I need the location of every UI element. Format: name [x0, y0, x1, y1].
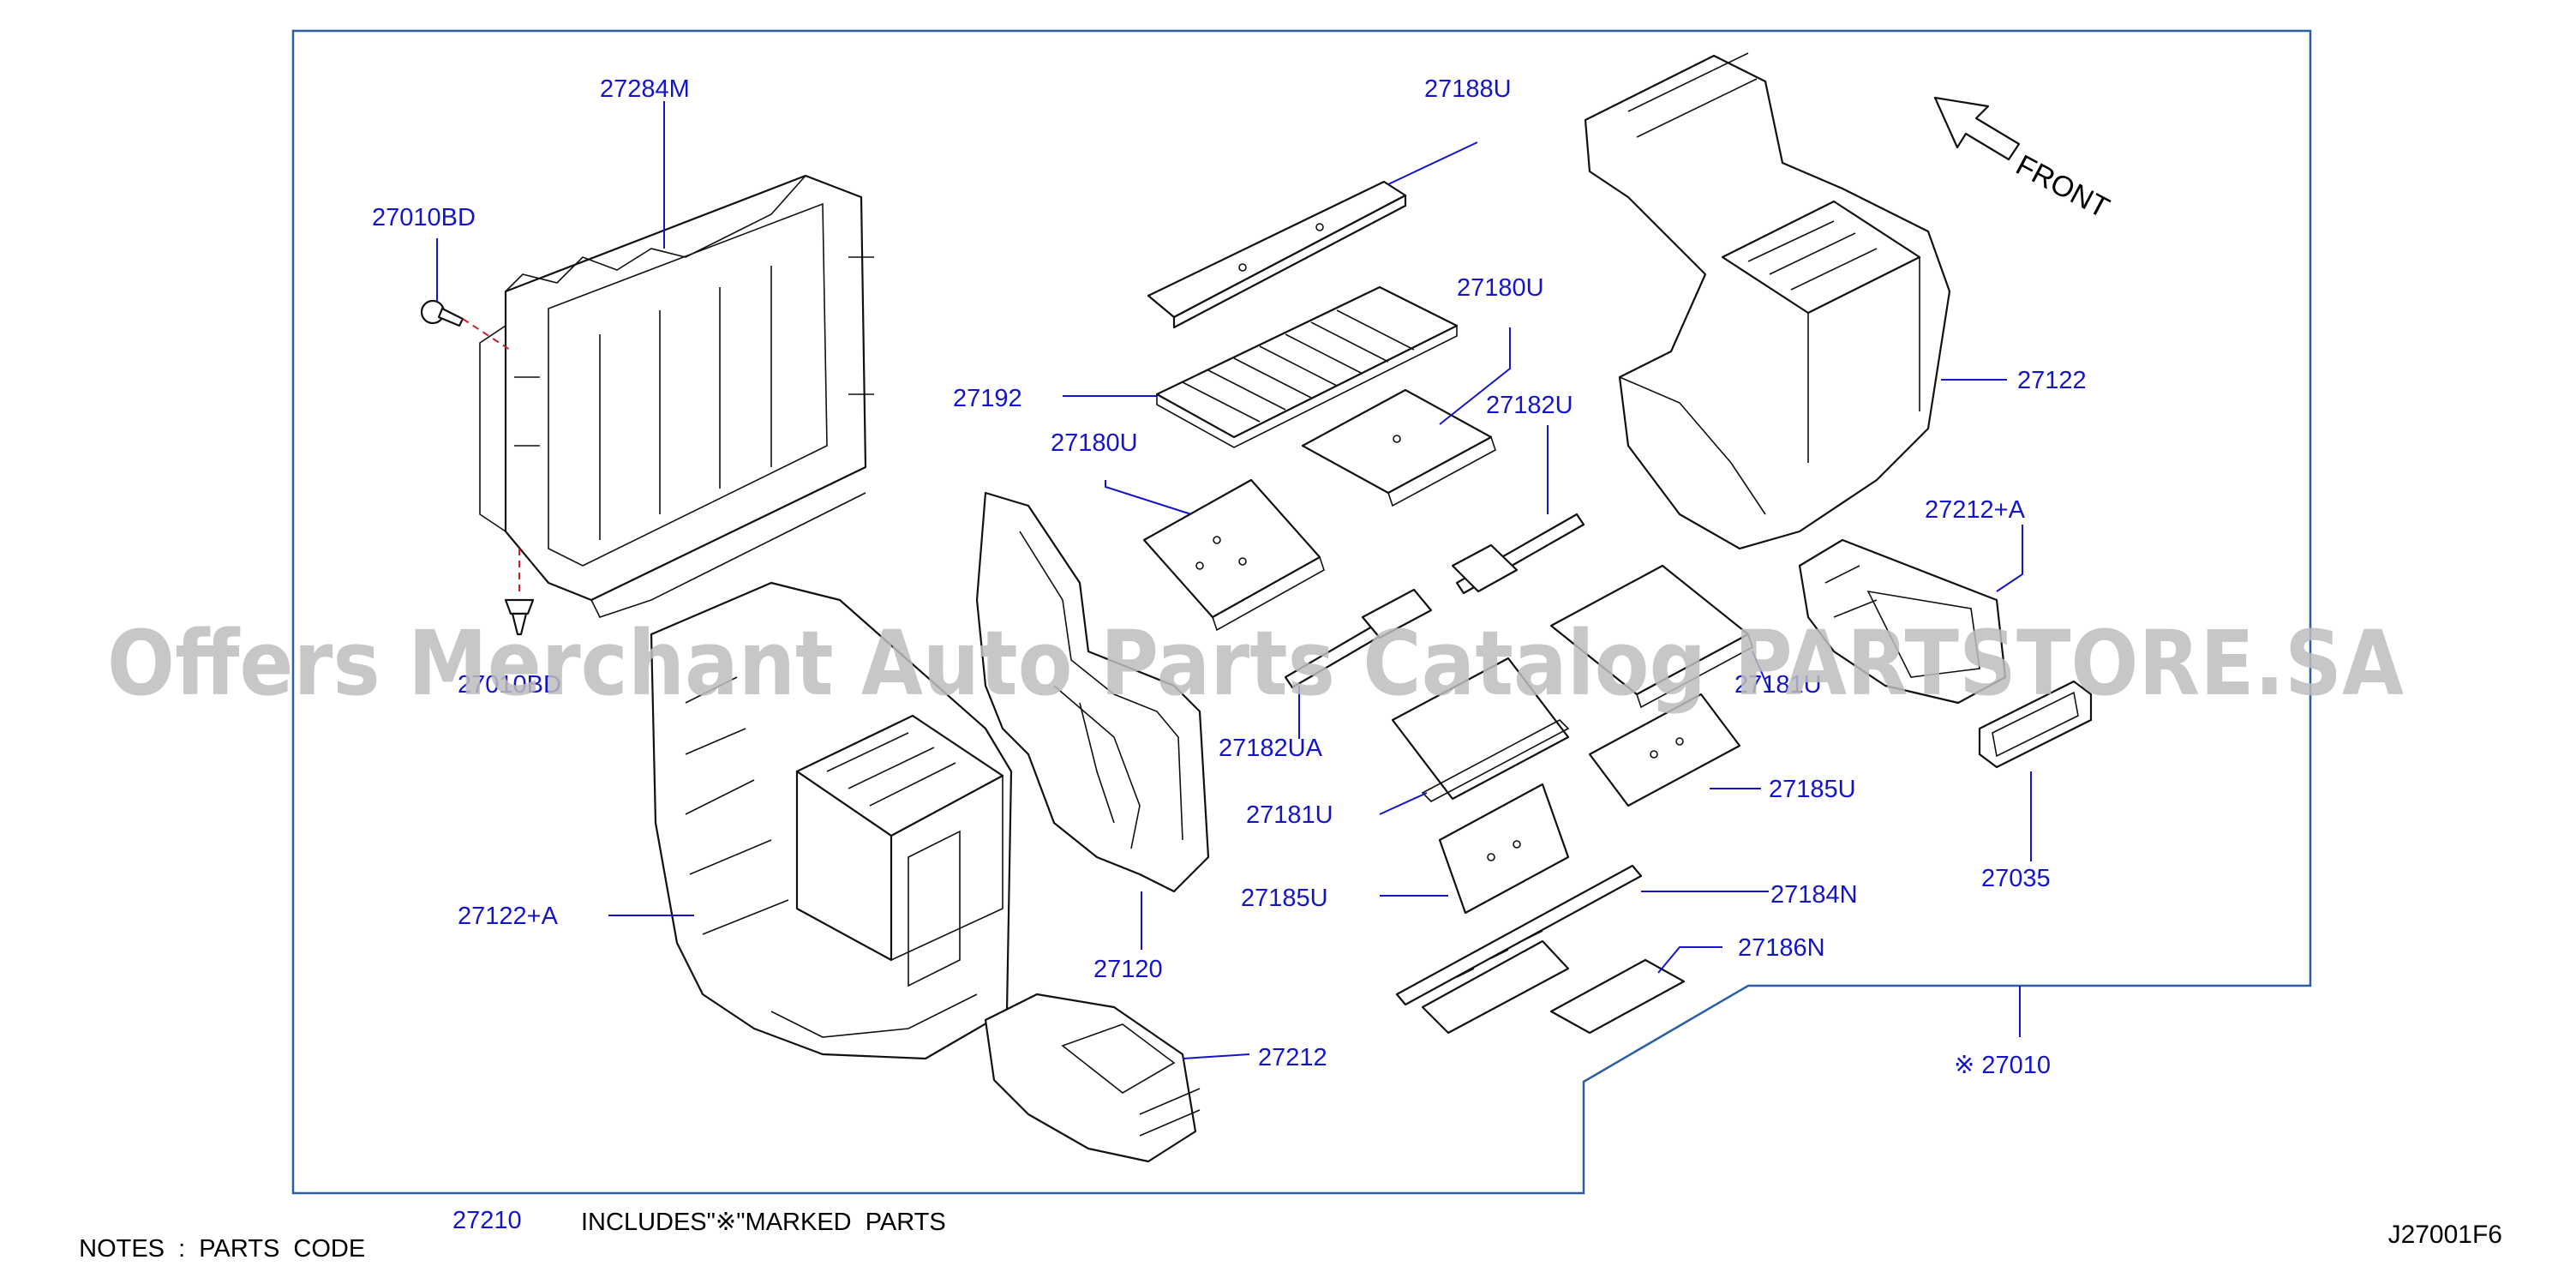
part-27192-grid [1155, 285, 1459, 448]
part-27181u-door-lower [1391, 657, 1570, 802]
label-27212: 27212 [1258, 1044, 1327, 1071]
label-27181u-lower: 27181U [1246, 801, 1333, 829]
part-27120-side-panel [975, 491, 1210, 893]
part-27122-heater-unit [1584, 52, 1951, 550]
part-27180u-door-right [1301, 388, 1496, 507]
part-27122a-heater-unit [650, 581, 1013, 1060]
notes-prefix: NOTES : PARTS CODE [79, 1235, 366, 1263]
notes-line: NOTES : PARTS CODE [65, 1207, 365, 1263]
label-27192: 27192 [953, 385, 1022, 412]
part-27181u-door-upper [1549, 564, 1753, 709]
leader-lines [436, 101, 2032, 1059]
label-27184n: 27184N [1770, 881, 1858, 909]
part-27212-blower-motor [984, 993, 1201, 1163]
part-27185u-door-left [1438, 783, 1570, 915]
part-27180u-door-left [1142, 478, 1325, 632]
part-27184n-shaft-assembly [1395, 864, 1643, 1035]
screw-27010bd-top [420, 299, 464, 327]
screw-top-dashline [462, 318, 511, 351]
label-27010bd-bottom: 27010BD [458, 671, 561, 699]
part-27182u-shaft [1451, 513, 1585, 595]
watermark-text: Offers Merchant Auto Parts Catalog PARTS… [107, 611, 2404, 716]
part-27185u-door-right [1588, 693, 1741, 807]
label-27035: 27035 [1981, 865, 2051, 892]
label-27185u-left: 27185U [1241, 885, 1328, 912]
diagram-frame [291, 29, 2312, 1195]
direction-label: FRONT [2010, 149, 2114, 225]
part-27182ua-shaft [1284, 588, 1433, 689]
label-27180u-left: 27180U [1051, 429, 1138, 457]
front-arrow-icon [1933, 96, 2021, 161]
label-27185u-right: 27185U [1769, 776, 1856, 803]
part-27035-seal [1978, 680, 2093, 769]
label-27010: ※ 27010 [1954, 1052, 2051, 1079]
part-27188u-cover [1147, 180, 1407, 329]
notes-parts-code: 27210 [452, 1207, 522, 1234]
figure-id: J27001F6 [2387, 1221, 2502, 1249]
label-27182u: 27182U [1486, 392, 1573, 419]
label-27010bd-top: 27010BD [372, 204, 476, 231]
label-27180u-right: 27180U [1457, 274, 1544, 302]
notes-suffix: INCLUDES"※"MARKED PARTS [581, 1209, 946, 1236]
label-27122: 27122 [2017, 367, 2087, 394]
label-27122a: 27122+A [458, 903, 559, 930]
part-27284m-blower-housing [479, 174, 874, 618]
label-27284m: 27284M [600, 75, 690, 103]
part-27212a-blower-motor [1798, 538, 2007, 705]
part-27186n-link [1549, 958, 1686, 1035]
label-27188u: 27188U [1424, 75, 1512, 103]
label-27120: 27120 [1093, 956, 1163, 983]
label-27182ua: 27182UA [1219, 735, 1323, 762]
label-27186n: 27186N [1738, 934, 1825, 962]
screw-27010bd-bottom [504, 598, 535, 636]
label-27212a: 27212+A [1925, 496, 2026, 524]
label-27181u-upper: 27181U [1734, 671, 1822, 699]
